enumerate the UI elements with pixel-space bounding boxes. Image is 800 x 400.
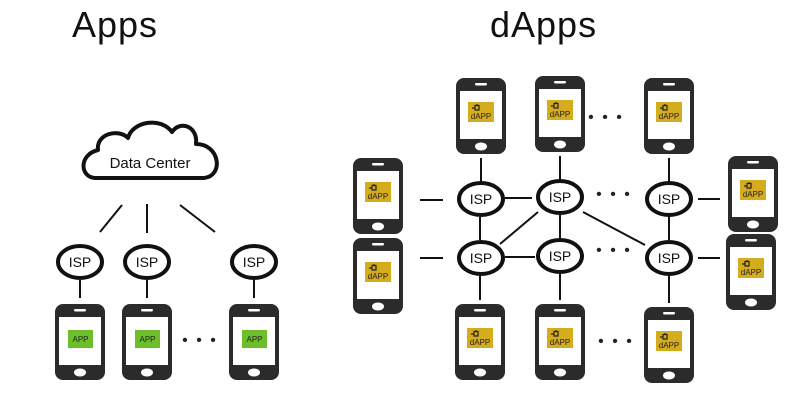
dapp-phone-bottom-3: dAPP <box>644 307 694 383</box>
cloud-icon <box>81 120 219 180</box>
cloud-links <box>99 204 216 233</box>
data-center-cloud: Data Center <box>81 120 219 180</box>
dapp-label: dAPP <box>659 341 679 350</box>
link <box>179 204 216 233</box>
dapp-label: dAPP <box>368 192 388 201</box>
plug-icon <box>471 330 479 337</box>
plug-icon <box>551 330 559 337</box>
isp-label: ISP <box>658 250 681 266</box>
plug-icon <box>744 182 752 189</box>
isp-label: ISP <box>69 254 92 270</box>
dapp-phone-bottom-2: dAPP <box>535 304 585 380</box>
dapp-phone-bottom-1: dAPP <box>455 304 505 380</box>
app-label: APP <box>139 335 155 344</box>
dapp-phone-right-1: dAPP <box>728 156 778 232</box>
dapp-phones: dAPP dAPP dAPP dAPP dAPP dAPP dAPP dAPP dAPP dAPP <box>353 76 778 383</box>
dapp-label: dAPP <box>743 190 763 199</box>
isp-node-bottom-mid: ISP <box>536 238 584 274</box>
network-links <box>420 156 720 303</box>
left-isp-2: ISP <box>123 244 171 280</box>
plug-icon <box>472 104 480 111</box>
phone-app-1: APP <box>55 304 105 380</box>
isp-node-top-mid: ISP <box>536 179 584 215</box>
plug-icon <box>551 102 559 109</box>
app-tile <box>68 330 93 348</box>
isp-label: ISP <box>470 191 493 207</box>
app-tile <box>242 330 267 348</box>
dapp-label: dAPP <box>471 112 491 121</box>
ellipsis: • • • <box>596 242 632 259</box>
dapp-phone-top-3: dAPP <box>644 78 694 154</box>
isp-label: ISP <box>549 248 572 264</box>
phone-app-2: APP <box>122 304 172 380</box>
app-label: APP <box>246 335 262 344</box>
plug-icon <box>742 260 750 267</box>
plug-icon <box>660 333 668 340</box>
ellipsis: • • • <box>588 109 624 126</box>
dapp-label: dAPP <box>550 338 570 347</box>
ellipsis: • • • <box>598 333 634 350</box>
dapp-phone-top-2: dAPP <box>535 76 585 152</box>
ellipsis: • • • <box>182 332 218 349</box>
dapps-title: dApps <box>490 4 598 45</box>
plug-icon <box>369 264 377 271</box>
left-isp-3: ISP <box>230 244 278 280</box>
isp-label: ISP <box>136 254 159 270</box>
dapp-phone-left-1: dAPP <box>353 158 403 234</box>
app-tile <box>135 330 160 348</box>
isp-node-top-right: ISP <box>645 181 693 217</box>
isp-label: ISP <box>243 254 266 270</box>
isp-label: ISP <box>658 191 681 207</box>
left-isp-1: ISP <box>56 244 104 280</box>
isp-node-bottom-left: ISP <box>457 240 505 276</box>
plug-icon <box>369 184 377 191</box>
dapp-phone-right-2: dAPP <box>726 234 776 310</box>
dapp-label: dAPP <box>368 272 388 281</box>
dapp-phone-left-2: dAPP <box>353 238 403 314</box>
ellipsis: • • • <box>596 186 632 203</box>
isp-node-bottom-right: ISP <box>645 240 693 276</box>
phone-app-3: APP <box>229 304 279 380</box>
cloud-label: Data Center <box>110 155 191 172</box>
dapp-label: dAPP <box>550 110 570 119</box>
link <box>99 204 123 233</box>
isp-label: ISP <box>470 250 493 266</box>
dapp-label: dAPP <box>659 112 679 121</box>
apps-title: Apps <box>72 4 159 45</box>
isp-phone-links-left <box>79 280 255 298</box>
app-label: APP <box>72 335 88 344</box>
isp-label: ISP <box>549 189 572 205</box>
isp-node-top-left: ISP <box>457 181 505 217</box>
dapp-label: dAPP <box>741 268 761 277</box>
plug-icon <box>660 104 668 111</box>
dapp-phone-top-1: dAPP <box>456 78 506 154</box>
dapp-label: dAPP <box>470 338 490 347</box>
